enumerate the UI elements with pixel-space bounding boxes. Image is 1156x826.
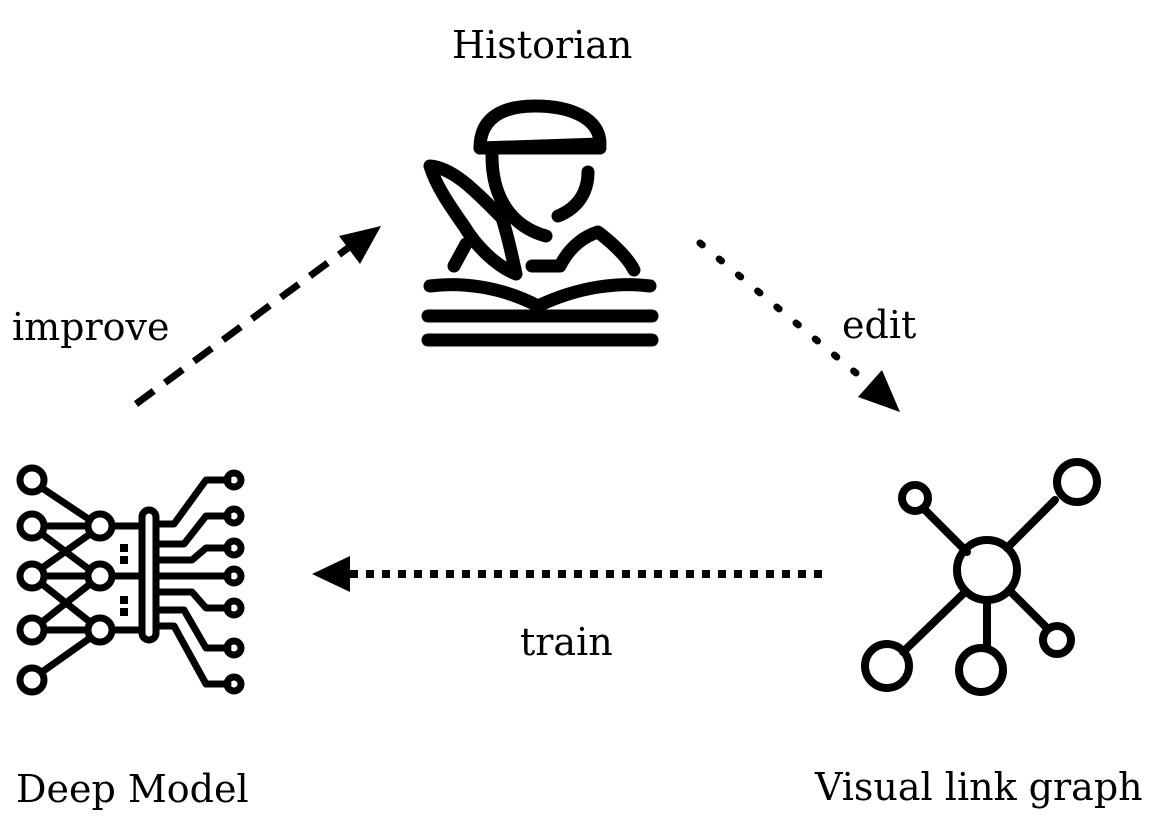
improve-arrow	[133, 226, 381, 407]
edit-arrow	[696, 239, 900, 412]
improve-label: improve	[12, 305, 170, 349]
neural-network-chip-icon	[16, 464, 245, 696]
historian-label: Historian	[452, 23, 633, 67]
train-label: train	[520, 620, 613, 664]
node-graph-icon	[861, 458, 1101, 696]
train-arrow	[312, 556, 822, 592]
graph-label: Visual link graph	[815, 765, 1143, 809]
deep-model-label: Deep Model	[16, 767, 249, 811]
edit-label: edit	[842, 303, 917, 347]
historian-reading-book-icon	[421, 99, 659, 347]
